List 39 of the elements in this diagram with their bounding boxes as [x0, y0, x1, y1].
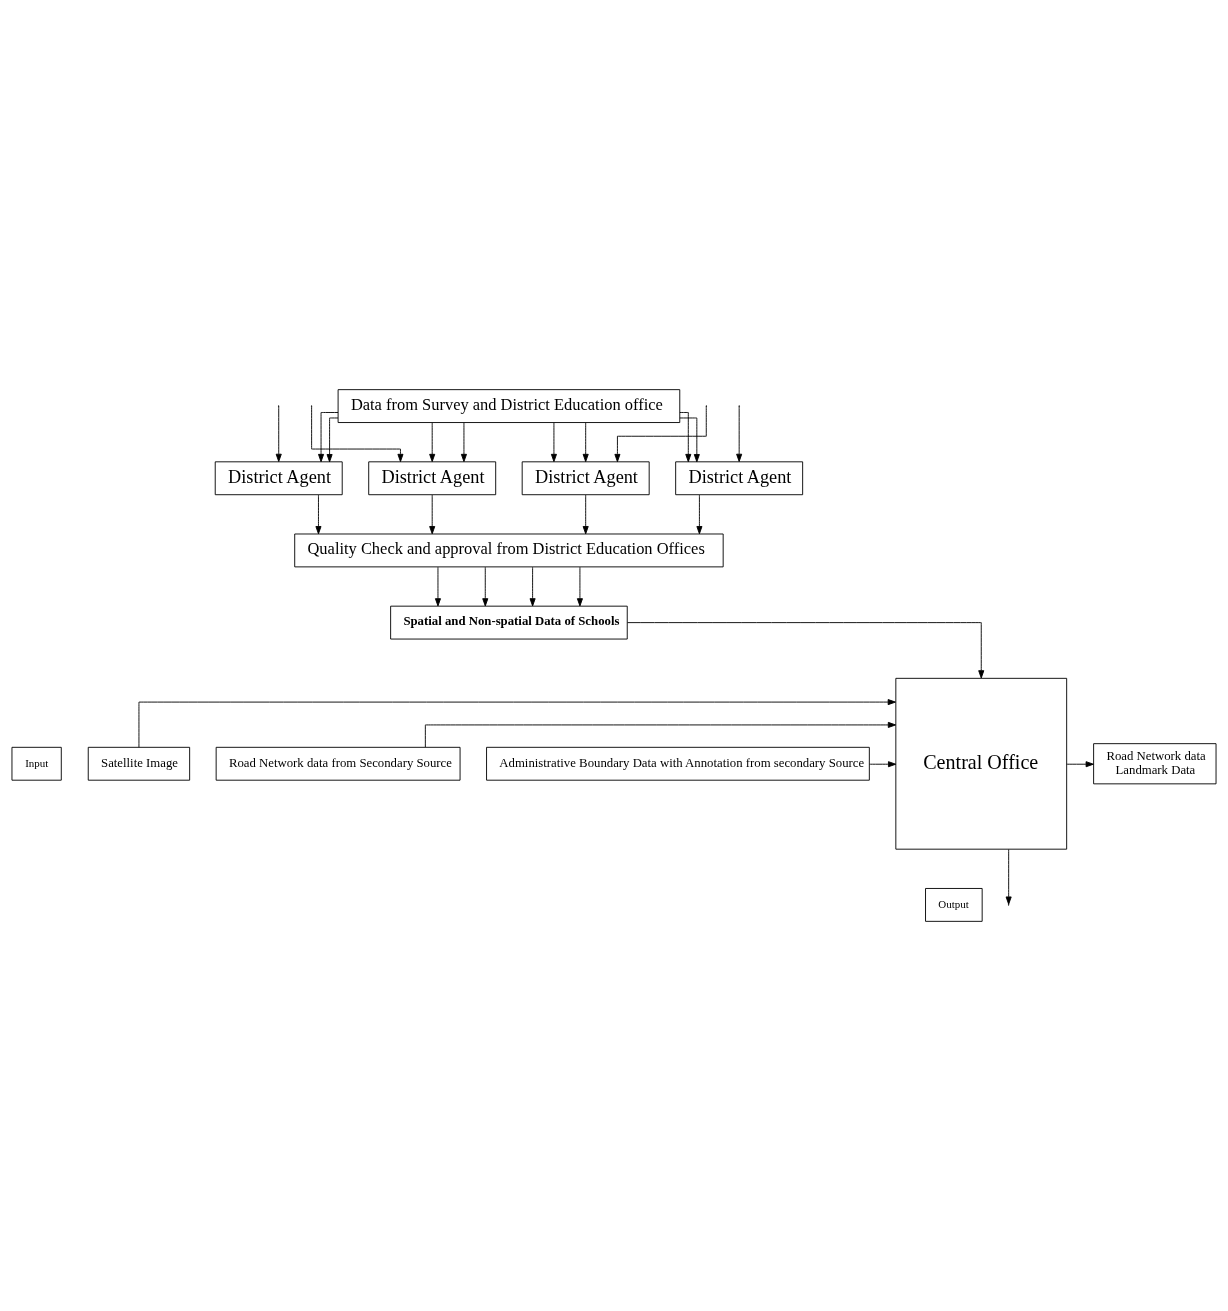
arrow: [311, 406, 404, 463]
node-box: District Agent: [368, 461, 497, 496]
node-box: Data from Survey and District Education office: [337, 389, 681, 423]
arrow: [582, 494, 589, 535]
node-box: District Agent: [214, 461, 343, 496]
arrow: [424, 721, 897, 748]
arrow: [627, 622, 985, 679]
arrow: [696, 494, 703, 535]
arrow: [869, 761, 897, 768]
node-box: Road Network data from Secondary Source: [215, 746, 461, 781]
arrow: [582, 422, 589, 463]
arrow: [576, 566, 583, 607]
arrow: [550, 422, 557, 463]
arrow: [529, 566, 536, 607]
arrow: [429, 422, 436, 463]
arrow: [434, 566, 441, 607]
arrow: [460, 422, 467, 463]
arrow: [679, 412, 692, 463]
node-box: Output: [925, 888, 983, 922]
node-box: Satellite Image: [87, 746, 191, 781]
node-box: Administrative Boundary Data with Annotation from secondary Source: [486, 746, 870, 781]
arrow: [429, 494, 436, 535]
arrow: [326, 417, 339, 463]
arrow: [315, 494, 322, 535]
arrow: [318, 412, 339, 463]
node-box: Quality Check and approval from District Education Offices: [294, 533, 724, 568]
arrow: [679, 417, 700, 463]
node-box: Input: [11, 746, 62, 781]
arrow: [275, 406, 282, 462]
node-box: Spatial and Non-spatial Data of Schools: [390, 605, 628, 640]
node-box: District Agent: [675, 461, 804, 496]
node-box: District Agent: [521, 461, 650, 496]
arrow: [138, 699, 896, 748]
arrow: [736, 406, 743, 462]
arrow: [1066, 761, 1094, 768]
node-box: Road Network data Landmark Data: [1093, 743, 1217, 785]
arrow: [614, 406, 707, 463]
node-box: Central Office: [895, 677, 1068, 850]
arrow: [482, 566, 489, 607]
